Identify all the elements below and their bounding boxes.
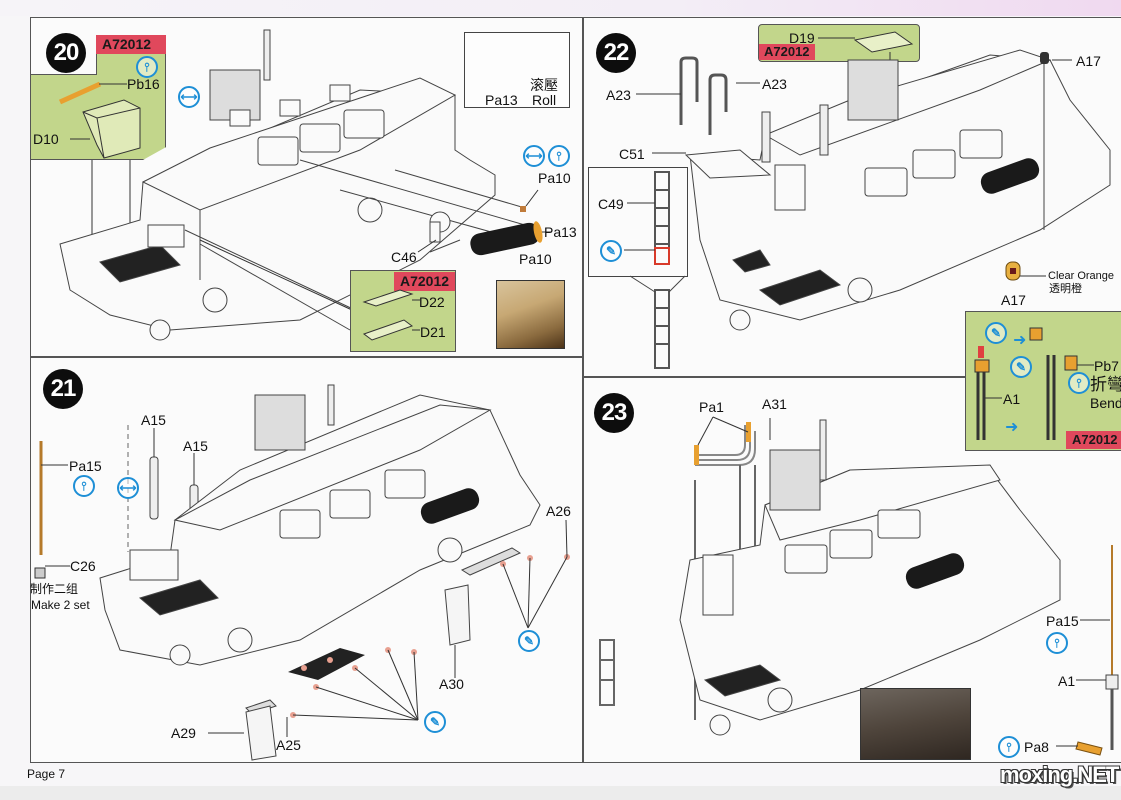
part-label-a26: A26	[546, 503, 571, 519]
reference-photo-pa10	[496, 280, 565, 349]
page-bottom-edge	[0, 786, 1121, 800]
part-label-pa8: Pa8	[1024, 739, 1049, 755]
part-label-a15: A15	[183, 438, 208, 454]
glue-icon: ⫯	[998, 736, 1020, 758]
step-number-23: 23	[594, 393, 634, 433]
clear-orange-label: Clear Orange	[1048, 270, 1115, 282]
part-label-pa10: Pa10	[538, 170, 571, 186]
part-label-pa15: Pa15	[69, 458, 102, 474]
roll-instruction-inset	[464, 32, 570, 108]
part-label-pa1: Pa1	[699, 399, 724, 415]
part-label-d22: D22	[419, 294, 445, 310]
part-label-a29: A29	[171, 725, 196, 741]
bend-label: Bend	[1090, 395, 1121, 411]
watermark-logo: moxing.NET	[1000, 762, 1119, 787]
reference-photo-rack	[860, 688, 971, 760]
glue-icon: ⫯	[1046, 632, 1068, 654]
part-label-a17: A17	[1001, 292, 1026, 308]
part-label-pa10-photo: Pa10	[519, 251, 552, 267]
glue-icon: ⫯	[548, 145, 570, 167]
part-label-a23: A23	[762, 76, 787, 92]
paint-icon: ✎	[518, 630, 540, 652]
part-label-a15: A15	[141, 412, 166, 428]
page-number: Page 7	[27, 767, 66, 781]
symmetry-icon: ⟷	[178, 86, 200, 108]
paint-icon: ✎	[1010, 356, 1032, 378]
step-number-21: 21	[43, 369, 83, 409]
roll-english-label: Roll	[532, 92, 557, 108]
option-tag-a72012: A72012	[394, 272, 456, 292]
paint-icon: ✎	[600, 240, 622, 262]
part-label-c51: C51	[619, 146, 645, 162]
ladder-detail-inset	[588, 167, 688, 277]
page-top-edge	[0, 0, 1121, 16]
make-two-label: Make 2 set	[31, 598, 90, 612]
symmetry-icon: ⟷	[523, 145, 545, 167]
part-label-pb7: Pb7	[1094, 358, 1119, 374]
part-label-a1: A1	[1003, 391, 1021, 407]
part-label-a25: A25	[276, 737, 301, 753]
paint-icon: ✎	[424, 711, 446, 733]
part-label-pb16: Pb16	[127, 76, 160, 92]
step-number-20: 20	[46, 33, 86, 73]
clear-orange-chinese-label: 透明橙	[1049, 283, 1082, 295]
roll-part-label: Pa13	[485, 92, 518, 108]
paint-icon: ✎	[985, 322, 1007, 344]
step-number-22: 22	[596, 33, 636, 73]
roll-chinese-label: 滚壓	[530, 77, 558, 93]
part-label-c46: C46	[391, 249, 417, 265]
part-label-c49: C49	[598, 196, 624, 212]
part-label-pa15: Pa15	[1046, 613, 1079, 629]
part-label-d10: D10	[33, 131, 59, 147]
part-label-a23: A23	[606, 87, 631, 103]
option-tag-a72012: A72012	[1066, 431, 1121, 450]
glue-icon: ⫯	[136, 56, 158, 78]
glue-icon: ⫯	[1068, 372, 1090, 394]
option-tag-a72012: A72012	[759, 44, 815, 61]
part-label-c26: C26	[70, 558, 96, 574]
bend-chinese-label: 折彎	[1090, 375, 1121, 394]
part-label-a17: A17	[1076, 53, 1101, 69]
step-21-panel	[30, 357, 583, 763]
part-label-pa13: Pa13	[544, 224, 577, 240]
make-two-chinese-label: 制作二组	[30, 582, 79, 596]
part-label-a30: A30	[439, 676, 464, 692]
option-tag-a72012: A72012	[96, 35, 166, 55]
part-label-d21: D21	[420, 324, 446, 340]
part-label-a31: A31	[762, 396, 787, 412]
part-label-d19: D19	[789, 30, 815, 46]
symmetry-icon: ⟷	[117, 477, 139, 499]
part-label-a1: A1	[1058, 673, 1076, 689]
glue-icon: ⫯	[73, 475, 95, 497]
